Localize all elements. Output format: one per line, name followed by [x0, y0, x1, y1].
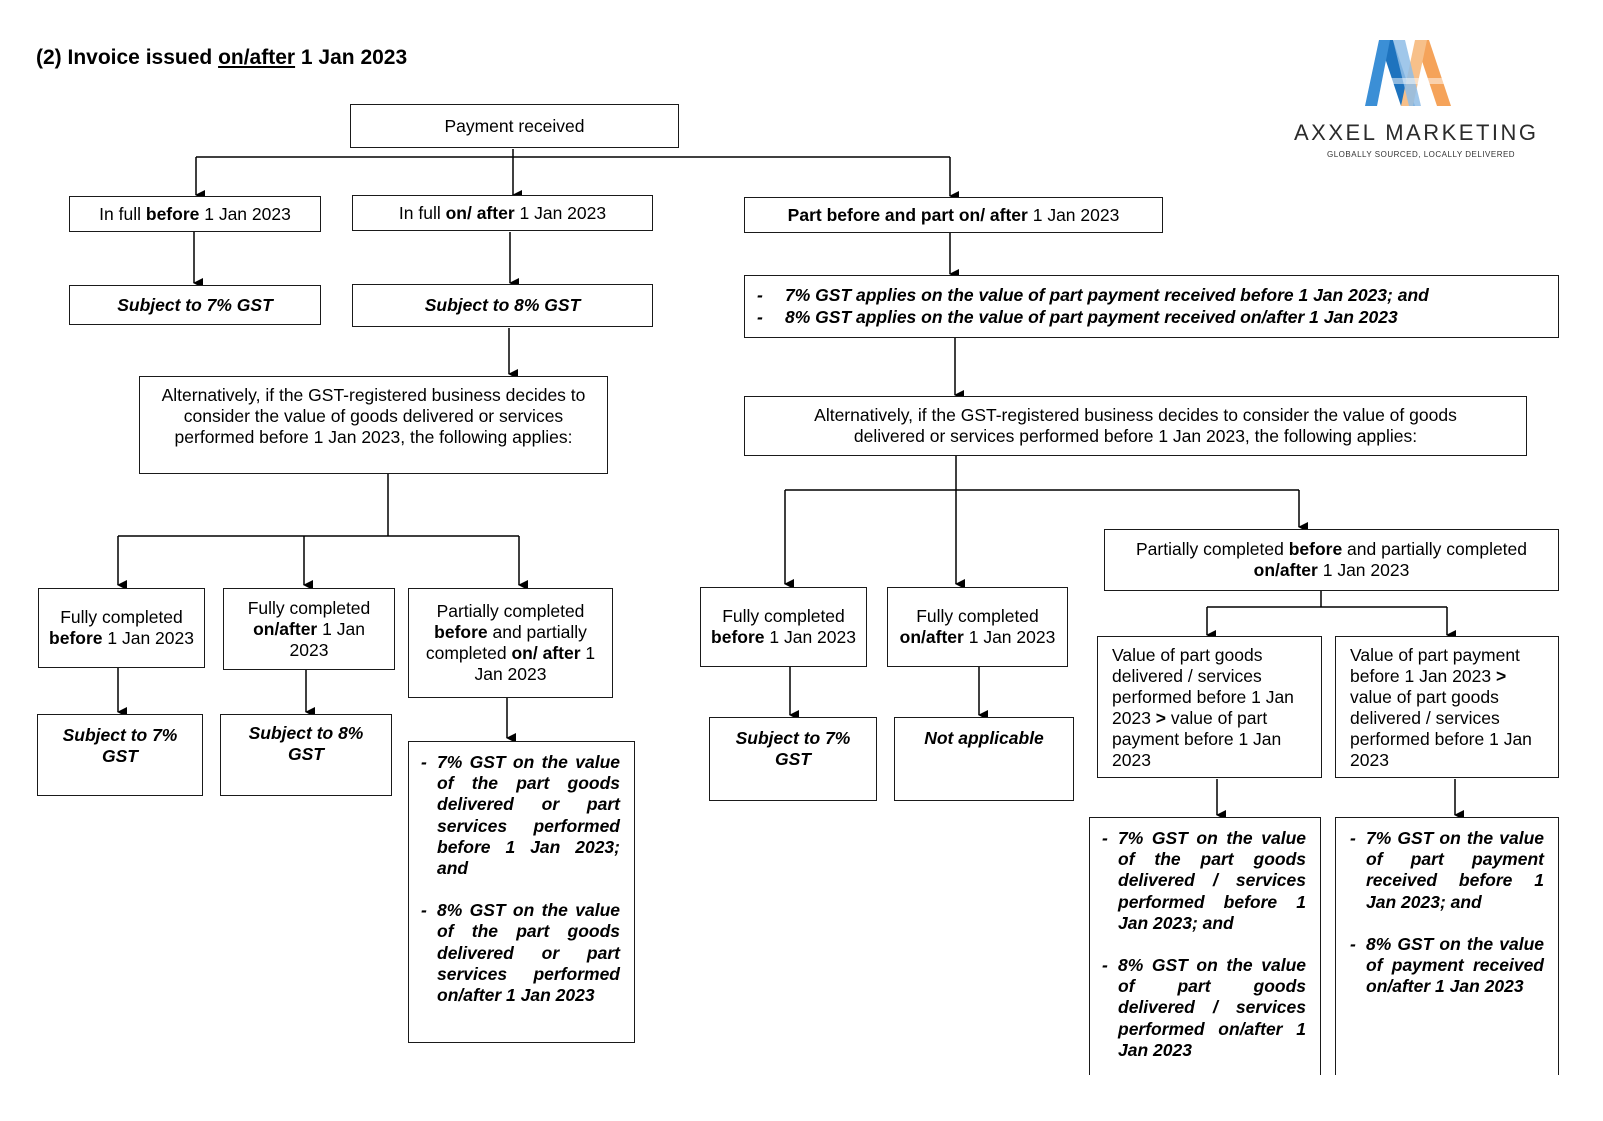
- label-post: 1 Jan 2023: [963, 627, 1056, 647]
- label-bold: Part before and part on/ after: [787, 204, 1028, 225]
- subject-7-gst-label: Subject to 7% GST: [117, 294, 273, 315]
- split-rule-7: -7% GST applies on the value of part pay…: [757, 285, 1429, 306]
- not-applicable-box: Not applicable: [894, 717, 1074, 801]
- left-subject-7-box: Subject to 7% GST: [37, 714, 203, 796]
- title-suffix: 1 Jan 2023: [295, 46, 408, 69]
- label-post: 1 Jan 2023: [1027, 204, 1120, 225]
- subject-7-gst-box: Subject to 7% GST: [69, 285, 321, 325]
- split-rule-8: -8% GST applies on the value of part pay…: [757, 306, 1398, 327]
- label-bold: before: [434, 622, 488, 642]
- label-bold: on/ after: [511, 643, 581, 663]
- label-post: 1 Jan 2023: [474, 643, 596, 684]
- subject-8-gst-label: Subject to 8% GST: [424, 295, 581, 315]
- label-post: 1 Jan 2023: [514, 202, 607, 223]
- greater-than-operator: >: [1495, 666, 1507, 686]
- in-full-before-box: In full before 1 Jan 2023: [69, 196, 321, 232]
- label-pre: Fully completed: [60, 607, 183, 627]
- subject-8-gst-box: Subject to 8% GST: [352, 284, 653, 327]
- right-partially-box: Partially completed before and partially…: [1104, 529, 1559, 591]
- label-bold: before: [711, 627, 765, 647]
- label-mid: and partially completed: [1342, 539, 1528, 559]
- label-pre: Fully completed: [722, 606, 845, 626]
- alt-right-box: Alternatively, if the GST-registered bus…: [744, 396, 1527, 456]
- label-pre: In full: [99, 203, 146, 224]
- payment-gt-rule-8: -8% GST on the value of payment received…: [1350, 933, 1544, 997]
- label-post: value of part goods delivered / services…: [1350, 687, 1532, 770]
- left-partially-box: Partially completed before and partially…: [408, 588, 613, 698]
- payment-received-box: Payment received: [350, 104, 679, 148]
- label-bold: on/after: [899, 627, 964, 647]
- goods-gt-rule-8: -8% GST on the value of part goods deliv…: [1102, 955, 1306, 1060]
- value-payment-gt-box: Value of part payment before 1 Jan 2023 …: [1335, 636, 1559, 778]
- alt-left-box: Alternatively, if the GST-registered bus…: [139, 376, 608, 474]
- split-rules-box: -7% GST applies on the value of part pay…: [744, 275, 1559, 338]
- goods-gt-rule-7: -7% GST on the value of the part goods d…: [1102, 828, 1306, 933]
- label-post: 1 Jan 2023: [1317, 560, 1410, 580]
- label-bold: before: [1288, 539, 1343, 559]
- logo-tagline: GLOBALLY SOURCED, LOCALLY DELIVERED: [1327, 150, 1516, 159]
- left-partial-rule-7: -7% GST on the value of the part goods d…: [421, 752, 620, 879]
- right-subject-7-label: Subject to 7% GST: [735, 728, 851, 769]
- label-post: 1 Jan 2023: [102, 628, 194, 648]
- title-underlined: on/after: [218, 46, 296, 69]
- label-pre: Fully completed: [247, 597, 371, 618]
- axxel-logo-mark: [1365, 40, 1451, 106]
- payment-gt-rules-box: -7% GST on the value of part payment rec…: [1335, 817, 1559, 1075]
- label-post: 1 Jan 2023: [199, 203, 291, 224]
- label-post: value of part payment before 1 Jan 2023: [1112, 708, 1282, 770]
- label-bold: on/ after: [445, 202, 515, 223]
- label-pre: In full: [398, 202, 446, 223]
- label-bold: before: [145, 203, 200, 224]
- right-fully-before-box: Fully completed before 1 Jan 2023: [700, 587, 867, 667]
- alt-right-text: Alternatively, if the GST-registered bus…: [814, 405, 1457, 446]
- left-subject-8-box: Subject to 8% GST: [220, 714, 392, 796]
- in-full-after-box: In full on/ after 1 Jan 2023: [352, 195, 653, 231]
- label-bold: before: [49, 628, 103, 648]
- goods-gt-rules-box: -7% GST on the value of the part goods d…: [1089, 817, 1321, 1075]
- label-bold: on/after: [1253, 560, 1318, 580]
- label-mid: and partially completed: [425, 622, 587, 663]
- title-prefix: (2) Invoice issued: [36, 46, 219, 69]
- label-pre: Partially completed: [1135, 539, 1289, 559]
- logo-wordmark: AXXEL MARKETING: [1294, 120, 1539, 145]
- left-subject-7-label: Subject to 7% GST: [62, 725, 178, 766]
- left-partial-rules-box: -7% GST on the value of the part goods d…: [408, 741, 635, 1043]
- left-subject-8-label: Subject to 8% GST: [248, 723, 364, 764]
- payment-gt-rule-7: -7% GST on the value of part payment rec…: [1350, 828, 1544, 912]
- label-bold: on/after: [253, 618, 318, 639]
- left-fully-before-box: Fully completed before 1 Jan 2023: [38, 588, 205, 668]
- not-applicable-label: Not applicable: [924, 728, 1044, 748]
- label-pre: Value of part goods delivered / services…: [1112, 645, 1294, 728]
- left-partial-rule-8: -8% GST on the value of the part goods d…: [421, 900, 620, 1006]
- label-post: 1 Jan 2023: [289, 618, 365, 660]
- label-pre: Value of part payment before 1 Jan 2023: [1350, 645, 1520, 686]
- left-fully-after-box: Fully completed on/after 1 Jan 2023: [223, 588, 395, 670]
- part-before-part-after-box: Part before and part on/ after 1 Jan 202…: [744, 197, 1163, 233]
- label-post: 1 Jan 2023: [764, 627, 856, 647]
- label-pre: Fully completed: [916, 606, 1039, 626]
- right-subject-7-box: Subject to 7% GST: [709, 717, 877, 801]
- payment-received-label: Payment received: [444, 115, 585, 136]
- label-pre: Partially completed: [436, 601, 585, 621]
- right-fully-after-box: Fully completed on/after 1 Jan 2023: [887, 587, 1068, 667]
- greater-than-operator: >: [1155, 708, 1167, 728]
- value-goods-gt-box: Value of part goods delivered / services…: [1097, 636, 1322, 778]
- alt-left-text: Alternatively, if the GST-registered bus…: [161, 385, 586, 447]
- page-title: (2) Invoice issued on/after 1 Jan 2023: [36, 46, 407, 70]
